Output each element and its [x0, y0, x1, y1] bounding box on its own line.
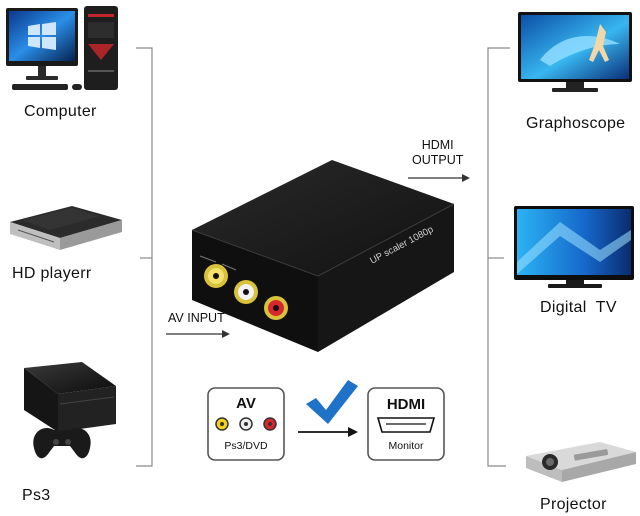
output-label-digital-tv: Digital TV [540, 299, 617, 316]
av-badge [207, 387, 285, 461]
output-bracket [487, 47, 510, 467]
hd-player-icon [10, 206, 122, 250]
av-input-label: AV INPUT [168, 311, 225, 325]
hdmi-badge [367, 387, 445, 461]
hdmi-output-arrow [408, 174, 470, 182]
av-badge-caption: Ps3/DVD [224, 440, 268, 452]
projector-icon [526, 442, 636, 482]
hdmi-badge-caption: Monitor [388, 440, 424, 452]
hdmi-output-label-line2: OUTPUT [412, 153, 464, 167]
av-to-hdmi-arrow [298, 427, 358, 437]
av-badge-title: AV [236, 395, 256, 412]
hdmi-output-label: HDMI OUTPUT [412, 138, 463, 168]
checkmark-icon [306, 380, 358, 424]
input-label-ps3: Ps3 [22, 487, 51, 504]
gamepad-icon [33, 428, 91, 459]
hdmi-badge-title: HDMI [387, 396, 425, 413]
desktop-computer-icon [6, 6, 118, 90]
converter-device [191, 160, 455, 352]
input-label-hd-player: HD playerr [12, 265, 92, 282]
rca-red-jack [264, 296, 288, 320]
monitor-icon [518, 12, 632, 92]
hdmi-output-label-line1: HDMI [421, 138, 454, 152]
tv-icon [514, 206, 634, 288]
rca-white-jack [234, 280, 258, 304]
output-label-projector: Projector [540, 496, 607, 513]
input-bracket [136, 47, 153, 467]
rca-yellow-jack [204, 264, 228, 288]
output-label-graphoscope: Graphoscope [526, 115, 626, 132]
av-input-arrow [166, 330, 230, 338]
ps3-console-icon [24, 362, 116, 432]
input-label-computer: Computer [24, 103, 97, 120]
